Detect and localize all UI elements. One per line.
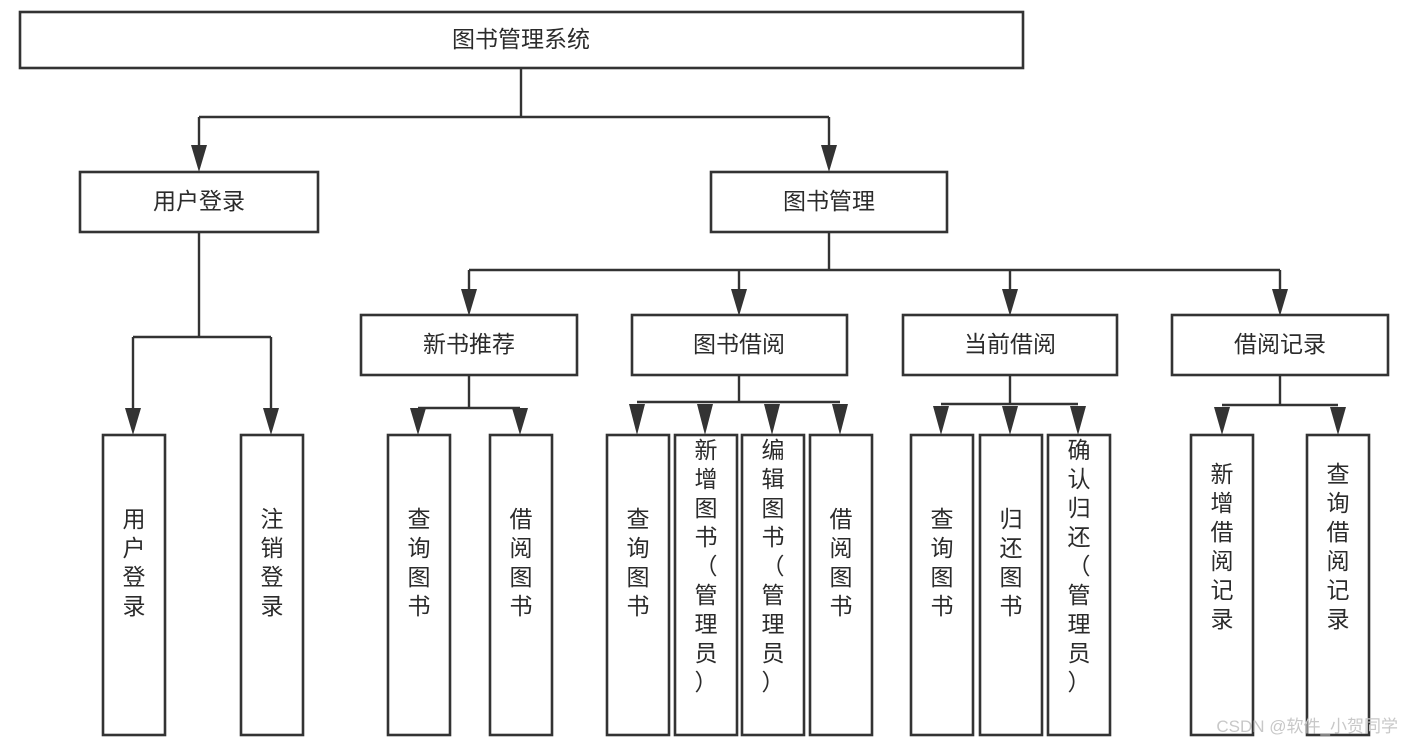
arrow-head-leaf-edit-book [764, 404, 780, 435]
arrow-head-user-login [191, 145, 207, 172]
leaf-add-book[interactable]: 新增图书（管理员） [673, 433, 739, 737]
leaf-user-login[interactable]: 用户登录 [101, 433, 167, 737]
leaf-query-borrow-record-label: 查询借阅记录 [1327, 461, 1350, 632]
leaf-query-book-current-label: 查询图书 [931, 506, 954, 619]
leaf-query-book-current-box[interactable] [909, 433, 975, 737]
csdn-watermark: CSDN @软件_小贺同学 [1216, 717, 1398, 736]
node-book-borrow-label: 图书借阅 [693, 331, 785, 357]
leaf-query-borrow-record-box[interactable] [1305, 433, 1371, 737]
leaf-edit-book-label: 编辑图书（管理员） [762, 437, 785, 695]
arrow-head-book-manage [821, 145, 837, 172]
arrow-head-leaf-confirm-return [1070, 406, 1086, 435]
arrow-head-book-borrow [731, 289, 747, 316]
node-new-book-recommend-label: 新书推荐 [423, 331, 515, 357]
node-book-manage-box[interactable] [709, 170, 949, 234]
node-root-label: 图书管理系统 [452, 26, 590, 52]
leaf-borrow-book-box[interactable] [808, 433, 874, 737]
leaf-edit-book[interactable]: 编辑图书（管理员） [740, 433, 806, 737]
node-user-login-label: 用户登录 [153, 188, 245, 214]
leaf-query-book-borrow-box[interactable] [605, 433, 671, 737]
leaf-confirm-return-box[interactable] [1046, 433, 1112, 737]
node-new-book-recommend-box[interactable] [359, 313, 579, 377]
node-user-login-box[interactable] [78, 170, 320, 234]
leaf-query-book-recommend-box[interactable] [386, 433, 452, 737]
leaf-return-book-label: 归还图书 [1000, 506, 1023, 619]
leaf-query-book-borrow[interactable]: 查询图书 [605, 433, 671, 737]
leaf-query-book-recommend-label: 查询图书 [408, 506, 431, 619]
node-current-borrow-box[interactable] [901, 313, 1119, 377]
arrow-head-leaf-add-record [1214, 407, 1230, 435]
leaf-edit-book-box[interactable] [740, 433, 806, 737]
leaf-borrow-book-recommend-box[interactable] [488, 433, 554, 737]
leaf-user-login-label: 用户登录 [123, 506, 146, 619]
leaf-add-borrow-record-box[interactable] [1189, 433, 1255, 737]
leaf-add-book-label: 新增图书（管理员） [695, 437, 718, 695]
leaf-query-book-current[interactable]: 查询图书 [909, 433, 975, 737]
leaf-add-book-box[interactable] [673, 433, 739, 737]
arrow-head-leaf-return-book [1002, 406, 1018, 435]
leaf-query-book-recommend[interactable]: 查询图书 [386, 433, 452, 737]
arrow-head-leaf-query-record [1330, 407, 1346, 435]
leaf-confirm-return[interactable]: 确认归还（管理员） [1046, 433, 1112, 737]
node-borrow-record-box[interactable] [1170, 313, 1390, 377]
leaf-query-borrow-record[interactable]: 查询借阅记录 [1305, 433, 1371, 737]
leaf-query-book-borrow-label: 查询图书 [627, 506, 650, 619]
node-root-box[interactable] [18, 10, 1025, 70]
leaf-borrow-book-recommend[interactable]: 借阅图书 [488, 433, 554, 737]
leaf-user-login-box[interactable] [101, 433, 167, 737]
node-borrow-record-label: 借阅记录 [1234, 331, 1326, 357]
arrow-head-leaf-borrow-book-1 [512, 408, 528, 435]
node-book-manage[interactable]: 图书管理 [709, 170, 949, 234]
arrow-head-leaf-borrow-book-2 [832, 404, 848, 435]
node-root[interactable]: 图书管理系统 [18, 10, 1025, 70]
arrow-head-leaf-query-book-1 [410, 408, 426, 435]
node-book-borrow[interactable]: 图书借阅 [630, 313, 849, 377]
arrow-head-borrow-record [1272, 289, 1288, 316]
node-new-book-recommend[interactable]: 新书推荐 [359, 313, 579, 377]
leaf-logout-login-label: 注销登录 [261, 506, 284, 619]
node-user-login[interactable]: 用户登录 [78, 170, 320, 234]
connector-layer [125, 68, 1346, 435]
arrow-head-new-book-recommend [461, 289, 477, 316]
leaf-logout-login[interactable]: 注销登录 [239, 433, 305, 737]
arrow-head-leaf-logout [263, 408, 279, 435]
leaf-confirm-return-label: 确认归还（管理员） [1068, 437, 1091, 695]
leaf-add-borrow-record-label: 新增借阅记录 [1211, 461, 1234, 632]
node-current-borrow[interactable]: 当前借阅 [901, 313, 1119, 377]
leaf-borrow-book-recommend-label: 借阅图书 [510, 506, 533, 619]
arrow-head-leaf-add-book [697, 404, 713, 435]
arrow-head-leaf-query-book-3 [933, 406, 949, 435]
leaf-add-borrow-record[interactable]: 新增借阅记录 [1189, 433, 1255, 737]
leaf-borrow-book-label: 借阅图书 [830, 506, 853, 619]
node-book-manage-label: 图书管理 [783, 188, 875, 214]
leaf-borrow-book[interactable]: 借阅图书 [808, 433, 874, 737]
leaf-return-book[interactable]: 归还图书 [978, 433, 1044, 737]
arrow-head-current-borrow [1002, 289, 1018, 316]
node-book-borrow-box[interactable] [630, 313, 849, 377]
arrow-head-leaf-query-book-2 [629, 404, 645, 435]
node-borrow-record[interactable]: 借阅记录 [1170, 313, 1390, 377]
arrow-head-leaf-user-login [125, 408, 141, 435]
leaf-return-book-box[interactable] [978, 433, 1044, 737]
node-current-borrow-label: 当前借阅 [964, 331, 1056, 357]
leaf-logout-login-box[interactable] [239, 433, 305, 737]
